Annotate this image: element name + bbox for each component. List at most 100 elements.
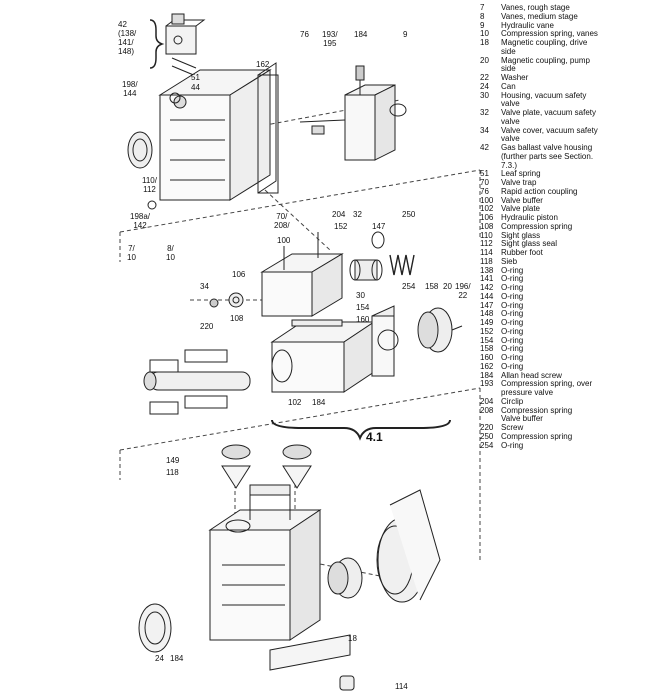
- callout-30: 30: [356, 291, 365, 300]
- callout-198-144: 198/ 144: [122, 80, 138, 98]
- can-24: [138, 603, 172, 653]
- legend-part-number: 51: [480, 169, 489, 179]
- legend-part-description: Vanes, medium stage: [501, 11, 578, 21]
- callout-184-bottom: 184: [170, 654, 184, 663]
- magnetic-coupling-pump-side: [417, 307, 463, 353]
- legend-part-description: Compression spring: [501, 431, 573, 441]
- callout-114: 114: [395, 682, 408, 691]
- legend-row: 152 O-ring: [480, 326, 656, 337]
- oring-149-sieb: [221, 444, 312, 489]
- legend-part-description: Valve buffer: [501, 195, 543, 205]
- legend-part-description: O-ring: [501, 318, 524, 327]
- legend-row: 106 Hydraulic piston: [480, 213, 656, 223]
- callout-220: 220: [200, 322, 214, 331]
- legend-part-number: 8: [480, 11, 485, 21]
- legend-part-number: 34: [480, 125, 489, 135]
- callout-198a-142: 198a/ 142: [130, 212, 151, 230]
- callout-34: 34: [200, 282, 209, 291]
- legend-part-number: 142: [480, 283, 494, 292]
- legend-part-description: O-ring: [501, 265, 524, 275]
- legend-part-number: 152: [480, 326, 494, 336]
- legend-part-description: Washer: [501, 73, 529, 82]
- callout-152: 152: [334, 222, 348, 231]
- legend-part-number: 154: [480, 335, 494, 345]
- legend-row: 22 Washer: [480, 73, 656, 83]
- legend-part-number: 160: [480, 353, 494, 362]
- legend-row: 34 Valve cover, vacuum safety valve: [480, 125, 656, 145]
- callout-24: 24: [155, 654, 164, 663]
- brace-42: [149, 19, 165, 69]
- legend-part-number: 70: [480, 178, 489, 187]
- legend-part-number: 204: [480, 396, 494, 406]
- callout-42: 42 (138/ 141/ 148): [118, 20, 137, 56]
- legend-part-number: 102: [480, 204, 494, 214]
- legend-part-description: Compression spring, over pressure valve: [501, 379, 593, 397]
- callout-254: 254: [402, 282, 416, 291]
- callout-196-22: 196/ 22: [455, 282, 471, 300]
- legend-part-number: 106: [480, 213, 494, 222]
- legend-part-description: Rapid action coupling: [501, 186, 578, 196]
- legend-row: 100 Valve buffer: [480, 195, 656, 206]
- legend-part-description: Compression spring Valve buffer: [501, 405, 573, 424]
- legend-part-description: Allan head screw: [501, 370, 562, 380]
- legend-part-number: 162: [480, 361, 494, 371]
- callout-76: 76: [300, 30, 309, 39]
- legend-part-description: Valve plate: [501, 204, 540, 214]
- callout-106: 106: [232, 270, 246, 279]
- callout-102: 102: [288, 398, 302, 407]
- legend-part-number: 110: [480, 230, 493, 240]
- legend-part-description: Can: [501, 81, 516, 91]
- legend-part-number: 158: [480, 344, 494, 354]
- legend-part-description: O-ring: [501, 291, 524, 301]
- legend-part-description: Magnetic coupling, pump side: [501, 55, 590, 74]
- legend-part-description: Circlip: [501, 396, 524, 406]
- legend-part-number: 20: [480, 55, 489, 65]
- callout-154: 154: [356, 303, 370, 312]
- callout-162: 162: [256, 60, 270, 69]
- callout-51: 51: [191, 73, 200, 82]
- brace-4-1: [271, 419, 451, 441]
- callout-20: 20: [443, 282, 452, 291]
- legend-part-number: 250: [480, 431, 494, 441]
- legend-part-number: 147: [480, 300, 494, 310]
- legend-part-number: 100: [480, 195, 494, 205]
- legend-part-number: 22: [480, 73, 489, 82]
- pump-stage-block: [270, 319, 376, 393]
- callout-193: 193/ 195: [322, 30, 338, 48]
- callout-118: 118: [166, 468, 179, 477]
- legend-part-description: O-ring: [501, 326, 524, 336]
- legend-part-description: Magnetic coupling, drive side: [501, 38, 588, 56]
- vanes: [143, 349, 251, 415]
- oring-147: [371, 231, 385, 249]
- valve-plate-32: [349, 259, 383, 281]
- legend-part-description: Compression spring, vanes: [501, 29, 598, 39]
- callout-160: 160: [356, 315, 370, 324]
- legend-part-description: Valve cover, vacuum safety valve: [501, 125, 598, 144]
- callout-149: 149: [166, 456, 180, 465]
- callout-70-208: 70/ 208/: [274, 212, 290, 230]
- legend-part-description: Sight glass: [501, 230, 541, 240]
- legend-part-number: 220: [480, 423, 494, 432]
- hydraulic-piston: [209, 292, 244, 308]
- callout-110-112: 110/ 112: [142, 176, 157, 194]
- hydraulic-vane-block: [299, 65, 407, 161]
- legend-part-description: Hydraulic piston: [501, 213, 558, 222]
- legend-row: 20 Magnetic coupling, pump side: [480, 55, 656, 75]
